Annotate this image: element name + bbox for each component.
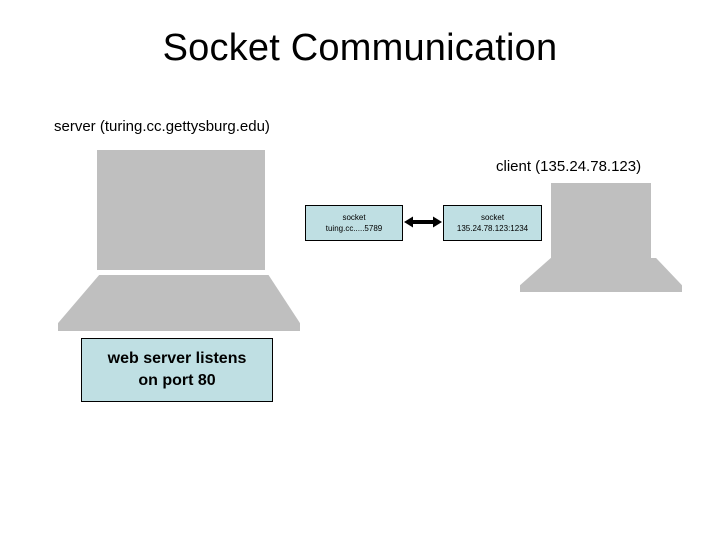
web-server-note-box: web server listens on port 80 bbox=[81, 338, 273, 402]
client-socket-address: 135.24.78.123:1234 bbox=[457, 223, 528, 234]
client-laptop-icon bbox=[518, 182, 684, 292]
client-caption: client (135.24.78.123) bbox=[496, 158, 641, 176]
server-laptop-screen bbox=[97, 150, 265, 270]
server-laptop-icon bbox=[55, 148, 305, 333]
page-title: Socket Communication bbox=[0, 26, 720, 70]
web-server-note-line1: web server listens bbox=[108, 348, 247, 370]
server-socket-label: socket bbox=[342, 212, 365, 223]
server-socket-address: tuing.cc.....5789 bbox=[326, 223, 382, 234]
server-socket-box: socket tuing.cc.....5789 bbox=[305, 205, 403, 241]
web-server-note-line2: on port 80 bbox=[138, 370, 215, 392]
client-socket-box: socket 135.24.78.123:1234 bbox=[443, 205, 542, 241]
server-laptop-base bbox=[58, 275, 300, 331]
server-caption: server (turing.cc.gettysburg.edu) bbox=[54, 118, 270, 136]
client-laptop-screen bbox=[551, 183, 651, 258]
double-arrow-icon bbox=[404, 214, 442, 230]
client-laptop-base bbox=[520, 258, 682, 292]
client-socket-label: socket bbox=[481, 212, 504, 223]
double-arrow-svg bbox=[404, 214, 442, 230]
